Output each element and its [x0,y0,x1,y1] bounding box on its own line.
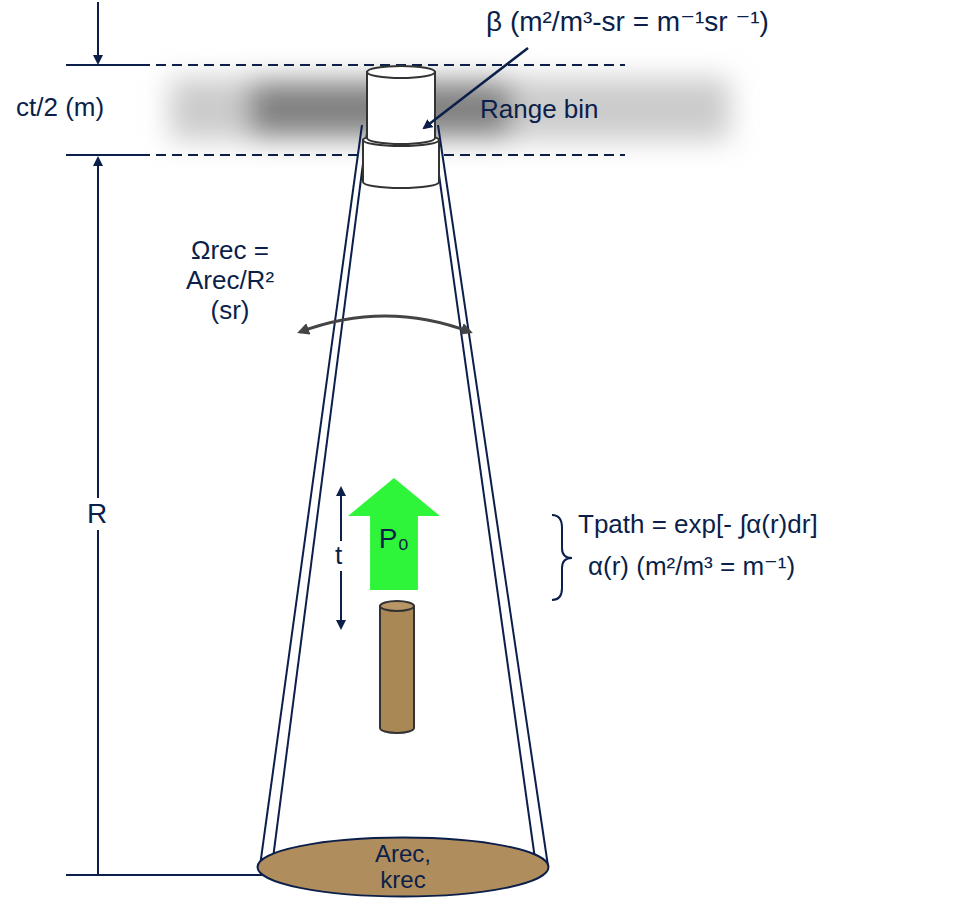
laser-pulse-arrow: P₀ [348,478,440,590]
dim-tick [66,64,140,66]
annotation-label: β (m²/m³-sr = m⁻¹sr ⁻¹) [486,6,769,38]
range-bin-cylinder [363,66,439,188]
dim-tick [66,874,265,876]
brace [552,515,572,600]
fov-cone [260,125,548,866]
solid-angle-arrow [300,316,470,332]
annotation-label: α(r) (m²/m³ = m⁻¹) [588,552,795,582]
annotation-label: t [332,541,345,571]
annotation-label: Tpath = exp[- ∫α(r)dr] [578,510,818,540]
node-text: P₀ [379,524,409,555]
node-text: Arec, krec [355,841,451,894]
laser-cylinder [380,601,414,733]
annotation-label: Range bin [480,95,599,125]
annotation-label: R [84,498,110,530]
annotation-label: ct/2 (m) [16,93,104,123]
dim-arrow [97,2,99,63]
receiver-aperture: Arec, krec [256,836,550,898]
dim-tick [66,154,140,156]
bin-top-line [140,64,625,66]
annotation-label: Ωrec = Arec/R² (sr) [168,236,292,326]
